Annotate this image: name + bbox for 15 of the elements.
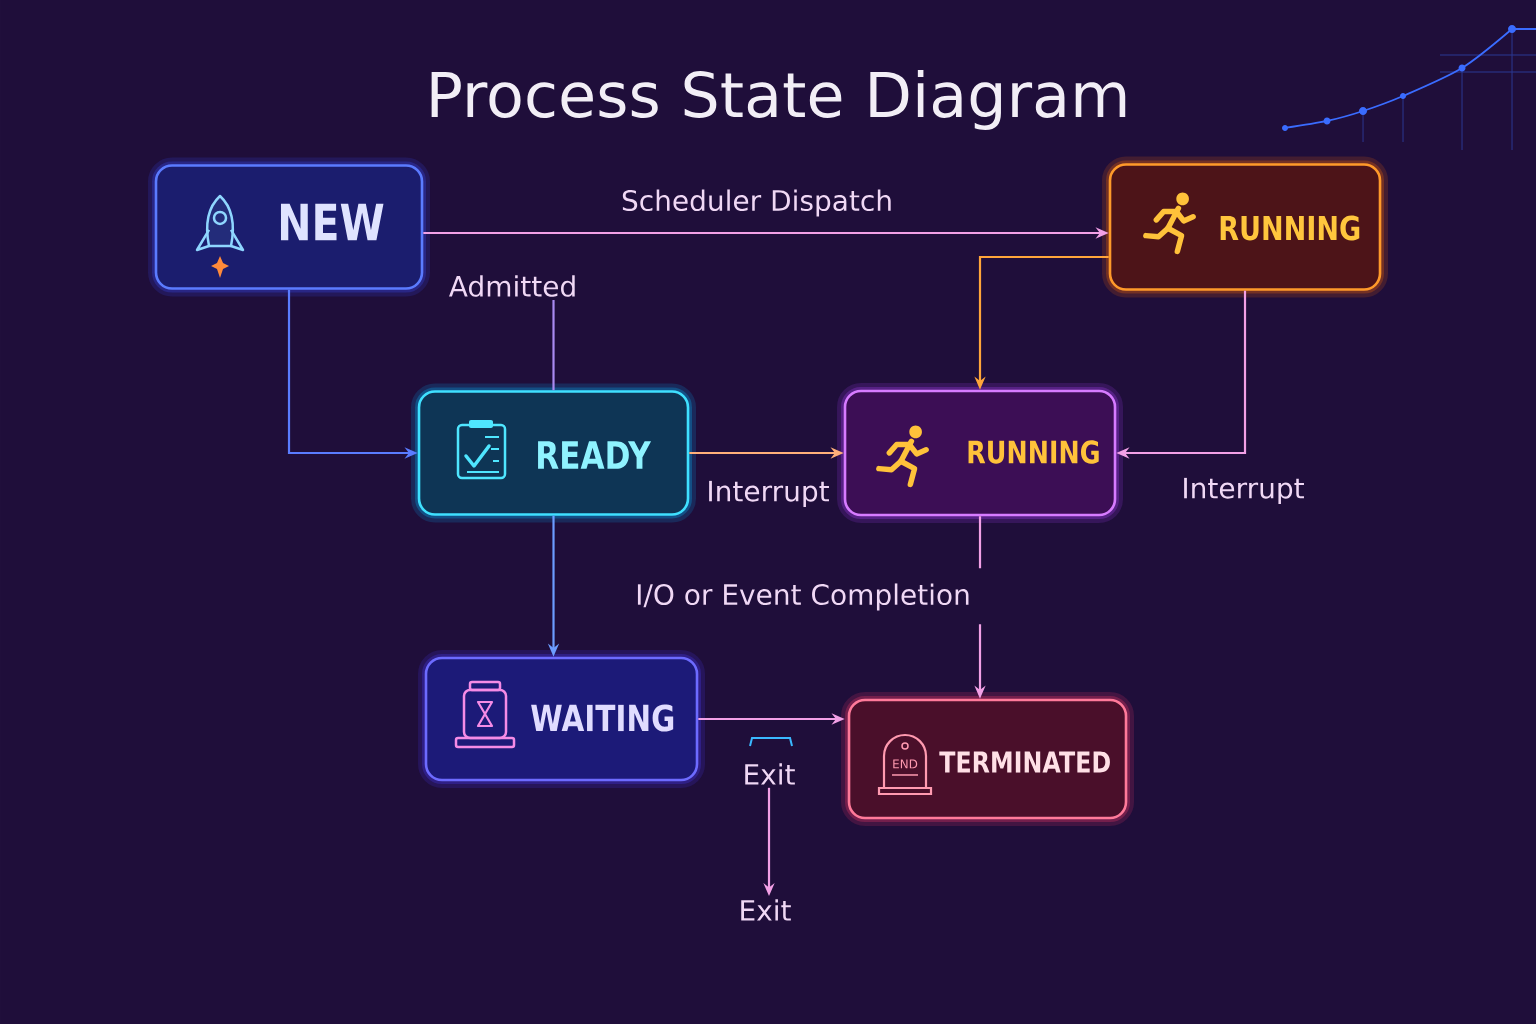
edge-label: Interrupt: [709, 480, 829, 508]
state-box: RUNNING: [1102, 156, 1388, 298]
edge-label: Scheduler Dispatch: [622, 189, 891, 217]
transition-label: Admitted: [449, 275, 575, 297]
state-box: RUNNING: [837, 383, 1123, 523]
connector-line: [552, 300, 555, 391]
state-box: READY: [411, 383, 696, 523]
state-box: WAITING: [418, 650, 705, 788]
icon-label: END: [893, 759, 918, 769]
title: Process State Diagram: [431, 70, 1126, 130]
transition-label: Exit: [745, 763, 795, 785]
edge-label: Interrupt: [1184, 477, 1304, 505]
state-box: NEW: [148, 157, 430, 297]
transition-label: Exit: [741, 899, 791, 921]
edge-label: I/O or Event Completion: [637, 583, 969, 611]
